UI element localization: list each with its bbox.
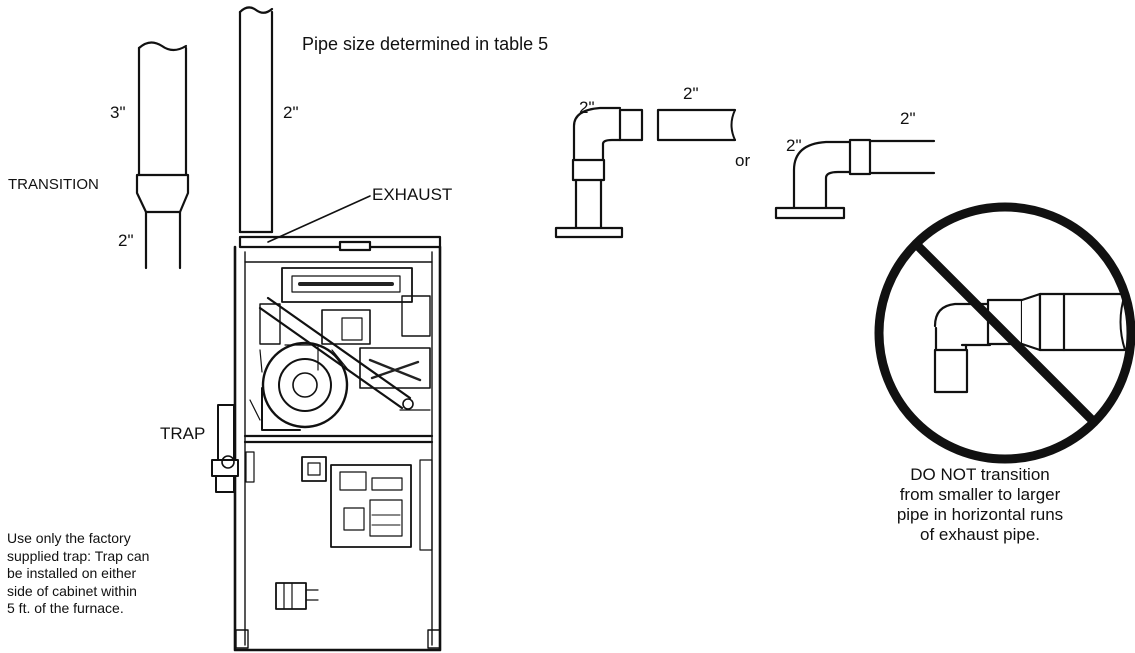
pipe-2in-transition-label: 2" xyxy=(118,231,134,250)
factory-note-line: Use only the factory xyxy=(7,530,131,546)
furnace-cabinet xyxy=(233,235,442,652)
pipe-2in-vertical-label: 2" xyxy=(283,103,299,122)
transition-label: TRANSITION xyxy=(8,176,99,193)
transition-warning: DO NOT transition from smaller to larger… xyxy=(855,465,1105,545)
condensate-trap xyxy=(211,404,239,493)
warning-line: pipe in horizontal runs xyxy=(896,505,1064,524)
transition-pipe xyxy=(135,41,190,270)
straight-pipe-size-label: 2" xyxy=(683,84,699,103)
exhaust-leader xyxy=(267,195,371,243)
straight-right-size-label: 2" xyxy=(900,109,916,128)
trap-label: TRAP xyxy=(160,424,206,443)
pipe-size-note: Pipe size determined in table 5 xyxy=(302,34,549,54)
warning-line: from smaller to larger xyxy=(899,485,1061,504)
factory-note-line: be installed on either xyxy=(7,565,137,581)
elbow-right-size-label: 2" xyxy=(786,136,802,155)
or-label: or xyxy=(735,151,751,170)
factory-trap-note: Use only the factory supplied trap: Trap… xyxy=(7,530,149,618)
elbow-left-size-label: 2" xyxy=(579,98,595,117)
exhaust-label: EXHAUST xyxy=(372,185,453,204)
vertical-2in-pipe xyxy=(238,6,274,234)
factory-note-line: side of cabinet within xyxy=(7,582,137,599)
warning-line: of exhaust pipe. xyxy=(919,525,1041,544)
factory-note-line: supplied trap: Trap can xyxy=(7,547,150,564)
factory-note-line: 5 ft. of the furnace. xyxy=(7,600,124,616)
elbow-and-pipe xyxy=(554,106,737,239)
warning-line: DO NOT transition xyxy=(910,465,1050,484)
prohibited-transition-symbol xyxy=(874,202,1135,464)
pipe-3in-label: 3" xyxy=(110,103,126,122)
elbow-with-pipe xyxy=(774,138,936,220)
